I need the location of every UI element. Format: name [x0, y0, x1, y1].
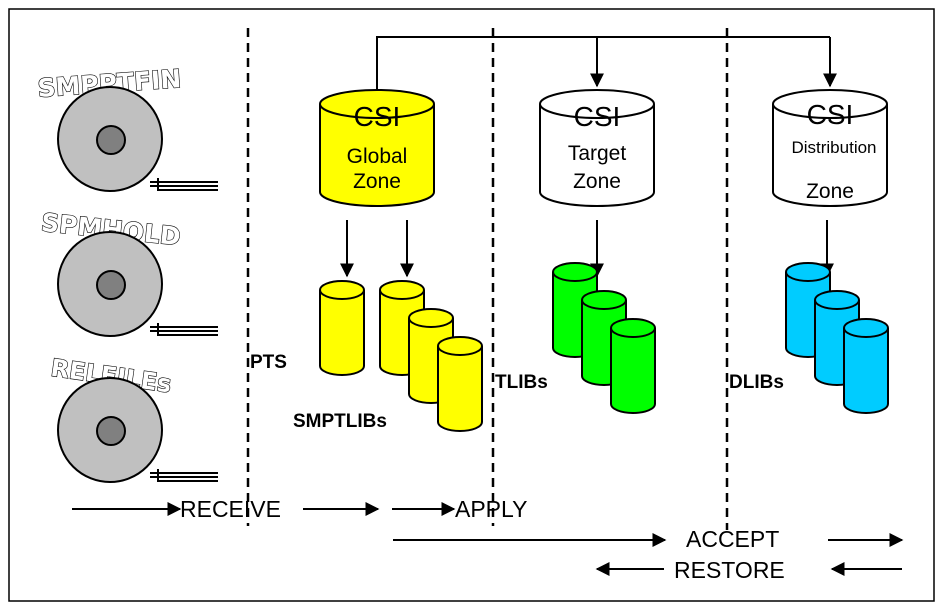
accept-label: ACCEPT: [686, 526, 779, 552]
csi-zone-label: Zone: [353, 170, 401, 193]
dlibs-label: DLIBs: [729, 372, 784, 393]
csi-zone-name: Target: [568, 142, 627, 165]
csi-zone-name: Global: [347, 145, 408, 168]
csi-zone-label: Zone: [573, 170, 621, 193]
apply-label: APPLY: [455, 496, 527, 522]
csi-title: CSI: [807, 99, 854, 130]
restore-label: RESTORE: [674, 557, 785, 583]
csi-global-zone-database: CSI Global Zone: [319, 89, 435, 207]
tape-reel-icon: [57, 377, 218, 483]
csi-distribution-zone-database: CSI Distribution Zone: [772, 89, 888, 207]
csi-zone-label: Zone: [806, 180, 854, 203]
zone-connector: [376, 36, 837, 90]
pts-dataset: [319, 280, 365, 376]
csi-title: CSI: [574, 101, 621, 132]
csi-zone-name: Distribution: [791, 138, 876, 157]
csi-title: CSI: [354, 101, 401, 132]
smptlibs-datasets: [379, 280, 483, 432]
pts-label: PTS: [250, 352, 287, 373]
tlibs-datasets: [552, 262, 656, 414]
csi-target-zone-database: CSI Target Zone: [539, 89, 655, 207]
tape-reel-icon: [57, 86, 218, 192]
tlibs-label: TLIBs: [495, 372, 548, 393]
smptlibs-label: SMPTLIBs: [293, 411, 387, 432]
dlibs-datasets: [785, 262, 889, 414]
tape-smpptfin: SMPPTFIN: [36, 63, 218, 192]
receive-label: RECEIVE: [180, 496, 281, 522]
tape-reel-icon: [57, 231, 218, 337]
